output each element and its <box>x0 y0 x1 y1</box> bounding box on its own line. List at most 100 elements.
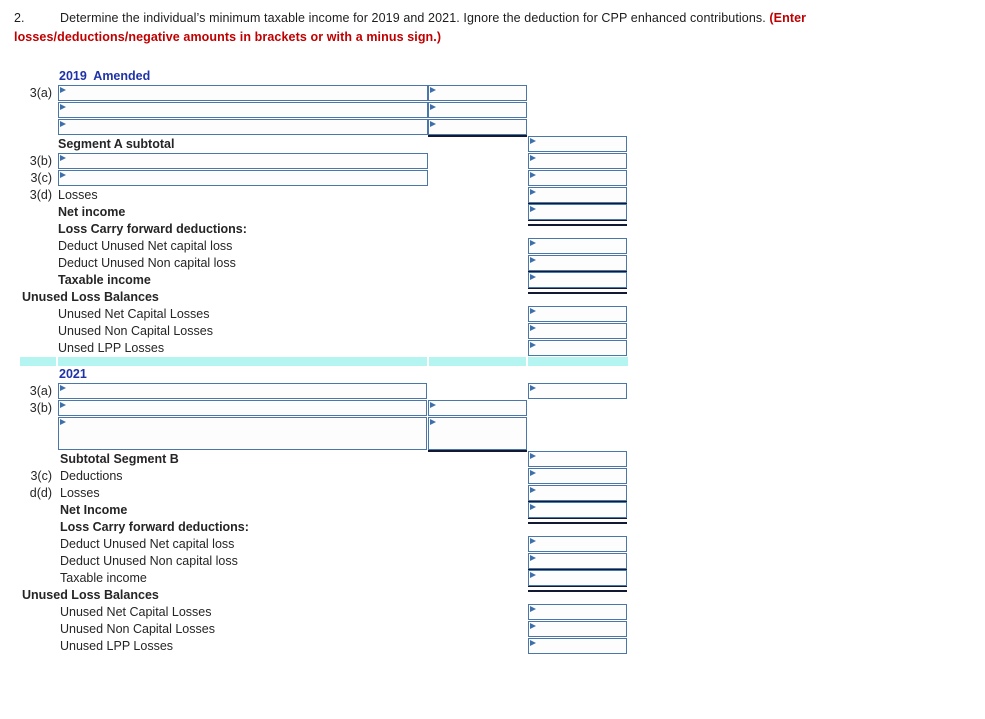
worksheet-row: Unused LPP Losses <box>0 638 985 655</box>
row-code: 3(d) <box>29 188 52 202</box>
amount-input-col3[interactable] <box>528 604 627 620</box>
worksheet-row: Unused Loss Balances <box>0 289 985 306</box>
amount-input-col1[interactable] <box>58 85 428 101</box>
row-label: Deductions <box>60 469 123 483</box>
amount-input-col3[interactable] <box>528 621 627 637</box>
row-label: Taxable income <box>58 273 151 287</box>
amount-input-col3[interactable] <box>528 136 627 152</box>
row-label: Unused Loss Balances <box>22 588 159 602</box>
amount-input-col3[interactable] <box>528 638 627 654</box>
row-code: d(d) <box>29 486 52 500</box>
worksheet-row: Segment A subtotal <box>0 136 985 153</box>
row-label: Net income <box>58 205 126 219</box>
subtotal-rule <box>428 135 527 137</box>
amount-input-col2[interactable] <box>428 85 527 101</box>
amount-input-col2[interactable] <box>428 102 527 118</box>
worksheet-row: Deduct Unused Non capital loss <box>0 553 985 571</box>
row-label: Subtotal Segment B <box>60 452 179 466</box>
worksheet-row: 3(c) <box>0 170 985 187</box>
row-label: Net Income <box>60 503 128 517</box>
row-label: Unused Loss Balances <box>22 290 159 304</box>
row-code: 3(a) <box>29 86 52 100</box>
total-double-rule <box>528 288 627 294</box>
row-code: 3(b) <box>29 401 52 415</box>
worksheet-row: Unsed LPP Losses <box>0 340 985 357</box>
amount-input-col3[interactable] <box>528 485 627 501</box>
worksheet-row: 3(b) <box>0 153 985 170</box>
worksheet-row <box>0 102 985 119</box>
row-code: 3(a) <box>29 384 52 398</box>
subtotal-rule <box>428 450 527 452</box>
amount-input-col3[interactable] <box>528 536 627 552</box>
worksheet-row: Net income <box>0 204 985 226</box>
amount-input-col2[interactable] <box>428 417 527 450</box>
worksheet-row: Subtotal Segment B <box>0 451 985 468</box>
amount-input-col1[interactable] <box>58 153 428 169</box>
total-double-rule <box>528 518 627 524</box>
question-number: 2. <box>14 11 25 25</box>
worksheet-row: Unused Non Capital Losses <box>0 323 985 340</box>
amount-input-col3[interactable] <box>528 306 627 322</box>
worksheet-row: 3(d)Losses <box>0 187 985 205</box>
worksheet-row: Taxable income <box>0 570 985 592</box>
section-separator <box>0 357 985 366</box>
amount-input-col2[interactable] <box>428 119 527 135</box>
amount-input-col3[interactable] <box>528 204 627 220</box>
row-label: Unsed LPP Losses <box>58 341 165 355</box>
amount-input-col3[interactable] <box>528 340 627 356</box>
separator-band-segment <box>429 357 526 366</box>
amount-input-col3[interactable] <box>528 502 627 518</box>
separator-band-segment <box>528 357 628 366</box>
amount-input-col3[interactable] <box>528 255 627 271</box>
total-double-rule <box>528 220 627 226</box>
row-code: 3(b) <box>29 154 52 168</box>
worksheet-row: Unused Loss Balances <box>0 587 985 604</box>
amount-input-col3[interactable] <box>528 383 627 399</box>
amount-input-col3[interactable] <box>528 451 627 467</box>
row-label: Unused Non Capital Losses <box>58 324 213 338</box>
worksheet-row: Loss Carry forward deductions: <box>0 221 985 238</box>
worksheet-row: Taxable income <box>0 272 985 294</box>
worksheet-row: 3(a) <box>0 383 985 400</box>
worksheet-row: 3(a) <box>0 85 985 102</box>
amount-input-col3[interactable] <box>528 170 627 186</box>
worksheet-row: Deduct Unused Net capital loss <box>0 238 985 255</box>
worksheet-row <box>0 417 985 452</box>
amount-input-col3[interactable] <box>528 272 627 288</box>
amount-input-col3[interactable] <box>528 468 627 484</box>
amount-input-col3[interactable] <box>528 323 627 339</box>
amount-input-col3[interactable] <box>528 553 627 569</box>
row-label: Taxable income <box>60 571 147 585</box>
row-label: Loss Carry forward deductions: <box>58 222 247 236</box>
amount-input-col3[interactable] <box>528 187 627 203</box>
worksheet-row: Unused Net Capital Losses <box>0 306 985 323</box>
row-label: Loss Carry forward deductions: <box>60 520 249 534</box>
row-label: Deduct Unused Non capital loss <box>60 554 238 568</box>
row-code: 3(c) <box>30 171 52 185</box>
total-double-rule <box>528 586 627 592</box>
row-code: 3(c) <box>30 469 52 483</box>
section-heading-2021: 2021 <box>59 367 87 381</box>
amount-input-col1[interactable] <box>58 400 427 416</box>
worksheet-row: Loss Carry forward deductions: <box>0 519 985 536</box>
worksheet-row: Net Income <box>0 502 985 524</box>
amount-input-col3[interactable] <box>528 570 627 586</box>
separator-band-segment <box>58 357 427 366</box>
amount-input-col3[interactable] <box>528 153 627 169</box>
worksheet-row: 3(c) Deductions <box>0 468 985 485</box>
section-heading-row: 2019 Amended <box>0 68 985 85</box>
row-label: Segment A subtotal <box>58 137 175 151</box>
worksheet-row: Deduct Unused Non capital loss <box>0 255 985 273</box>
amount-input-col1[interactable] <box>58 102 428 118</box>
amount-input-col2[interactable] <box>428 400 527 416</box>
amount-input-col1[interactable] <box>58 383 427 399</box>
amount-input-col1[interactable] <box>58 170 428 186</box>
worksheet-row: d(d)Losses <box>0 485 985 503</box>
amount-input-col1[interactable] <box>58 119 428 135</box>
worksheet-row: Deduct Unused Net capital loss <box>0 536 985 553</box>
row-label: Unused Non Capital Losses <box>60 622 215 636</box>
amount-input-col3[interactable] <box>528 238 627 254</box>
row-label: Unused Net Capital Losses <box>60 605 212 619</box>
amount-input-col1[interactable] <box>58 417 427 450</box>
